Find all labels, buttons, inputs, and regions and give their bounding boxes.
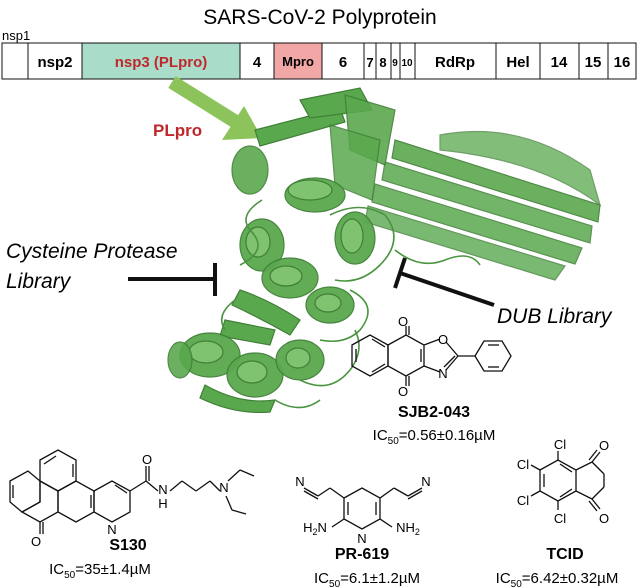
- pr619-atom-n-ring: N: [357, 531, 366, 546]
- pr619-atom-h2n: H2N: [303, 520, 327, 537]
- sjb2-043-structure: [351, 326, 512, 386]
- cysteine-library-line1: Cysteine Protease: [6, 240, 178, 263]
- pr619-atom-n-right: N: [421, 474, 430, 489]
- plpro-label: PLpro: [153, 121, 202, 140]
- cysteine-inhibition-bar: [128, 263, 217, 296]
- segment-9-label: 9: [392, 58, 398, 69]
- tcid-atom-o-top: O: [599, 438, 609, 453]
- pr619-atom-n-left: N: [295, 474, 304, 489]
- s130-atom-h: H: [158, 496, 167, 511]
- segment-4-label: 4: [253, 54, 262, 71]
- s130-structure: [9, 449, 255, 534]
- sjb2-atom-o-bottom: O: [398, 384, 408, 399]
- segment-hel: [495, 42, 541, 80]
- segment-nsp2-label: nsp2: [37, 54, 72, 71]
- dub-library-label: DUB Library: [497, 305, 613, 328]
- segment-4: [239, 42, 275, 80]
- tcid-cl-upper-left: Cl: [517, 457, 529, 472]
- sjb2-atom-o-top: O: [398, 314, 408, 329]
- sjb2-atom-o-ring: O: [438, 332, 448, 347]
- sjb2-043-name: SJB2-043: [398, 404, 470, 421]
- segment-6-label: 6: [339, 54, 347, 71]
- nsp1-label: nsp1: [2, 28, 30, 43]
- sjb2-atom-n-ring: N: [438, 366, 447, 381]
- figure-title: SARS-CoV-2 Polyprotein: [203, 6, 436, 29]
- sjb2-043-ic50: IC50=0.56±0.16µM: [373, 427, 496, 447]
- segment-8-label: 8: [379, 55, 386, 70]
- protein-loops: [220, 199, 481, 409]
- segment-10-label: 10: [401, 58, 413, 69]
- segment-7-label: 7: [366, 55, 373, 70]
- segment-nsp2: [27, 42, 83, 80]
- s130-ic50: IC50=35±1.4µM: [49, 561, 151, 581]
- tcid-ic50: IC50=6.42±0.32µM: [496, 570, 619, 588]
- segment-nsp3-label: nsp3 (PLpro): [115, 54, 208, 71]
- s130-atom-n-amide: N: [158, 482, 167, 497]
- pr-619-structure: [303, 487, 423, 530]
- segment-hel-label: Hel: [506, 54, 529, 71]
- tcid-name: TCID: [546, 546, 583, 563]
- tcid-structure: [530, 449, 605, 512]
- segment-16: [607, 42, 637, 80]
- segment-16-label: 16: [614, 54, 631, 71]
- segment-6: [321, 42, 365, 80]
- tcid-cl-lower-left: Cl: [517, 493, 529, 508]
- cysteine-library-line2: Library: [6, 270, 72, 293]
- segment-mpro-label: Mpro: [282, 54, 314, 69]
- segment-15: [578, 42, 609, 80]
- segment-rdrp-label: RdRp: [435, 54, 475, 71]
- segment-rdrp: [414, 42, 497, 80]
- plpro-arrow: [168, 76, 262, 140]
- polyprotein-bar: nsp2 nsp3 (PLpro) 4 Mpro 6 7 8 9 10 RdRp…: [1, 42, 637, 80]
- pr619-atom-nh2: NH2: [396, 520, 420, 537]
- tcid-cl-top: Cl: [554, 437, 566, 452]
- segment-14: [539, 42, 580, 80]
- segment-nsp1: [1, 42, 29, 80]
- segment-nsp3: [81, 42, 241, 80]
- s130-atom-n-ring: N: [107, 522, 116, 537]
- s130-atom-o: O: [31, 534, 41, 549]
- s130-name: S130: [109, 537, 146, 554]
- segment-15-label: 15: [585, 54, 602, 71]
- pr-619-ic50: IC50=6.1±1.2µM: [314, 570, 420, 588]
- dub-inhibition-bar: [393, 257, 495, 307]
- segment-14-label: 14: [551, 54, 568, 71]
- s130-atom-o-amide: O: [142, 452, 152, 467]
- s130-atom-n-amine: N: [219, 480, 228, 495]
- pr-619-name: PR-619: [335, 546, 389, 563]
- tcid-cl-bottom: Cl: [554, 511, 566, 526]
- tcid-atom-o-bottom: O: [599, 511, 609, 526]
